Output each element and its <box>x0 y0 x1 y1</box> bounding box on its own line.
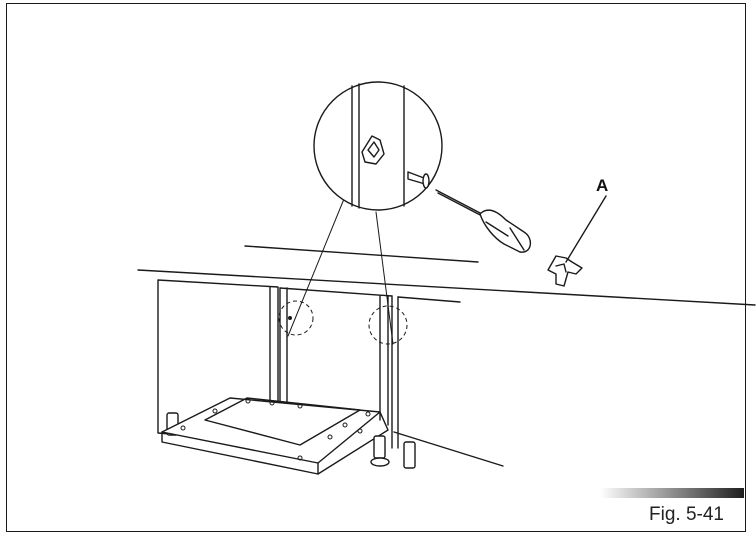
callout-a-label: A <box>596 176 608 195</box>
zoom-leader-right <box>375 211 394 345</box>
magnified-detail <box>313 81 443 211</box>
fixing-hole <box>288 316 292 320</box>
dishwasher-door <box>161 397 389 475</box>
countertop <box>137 245 756 306</box>
dishwasher-cavity <box>279 287 461 449</box>
callout-a-leader <box>565 195 607 263</box>
figure-frame <box>6 3 746 532</box>
figure-caption: Fig. 5-41 <box>649 504 724 525</box>
figure-caption-bar <box>600 488 744 498</box>
zoom-leader-left <box>287 193 347 337</box>
fixing-point-left <box>278 300 314 336</box>
fixing-point-right <box>368 305 408 345</box>
adjustable-feet <box>370 435 416 469</box>
mounting-bracket-icon: A <box>547 176 608 287</box>
screwdriver-icon <box>435 189 531 253</box>
floor-line <box>393 431 504 467</box>
